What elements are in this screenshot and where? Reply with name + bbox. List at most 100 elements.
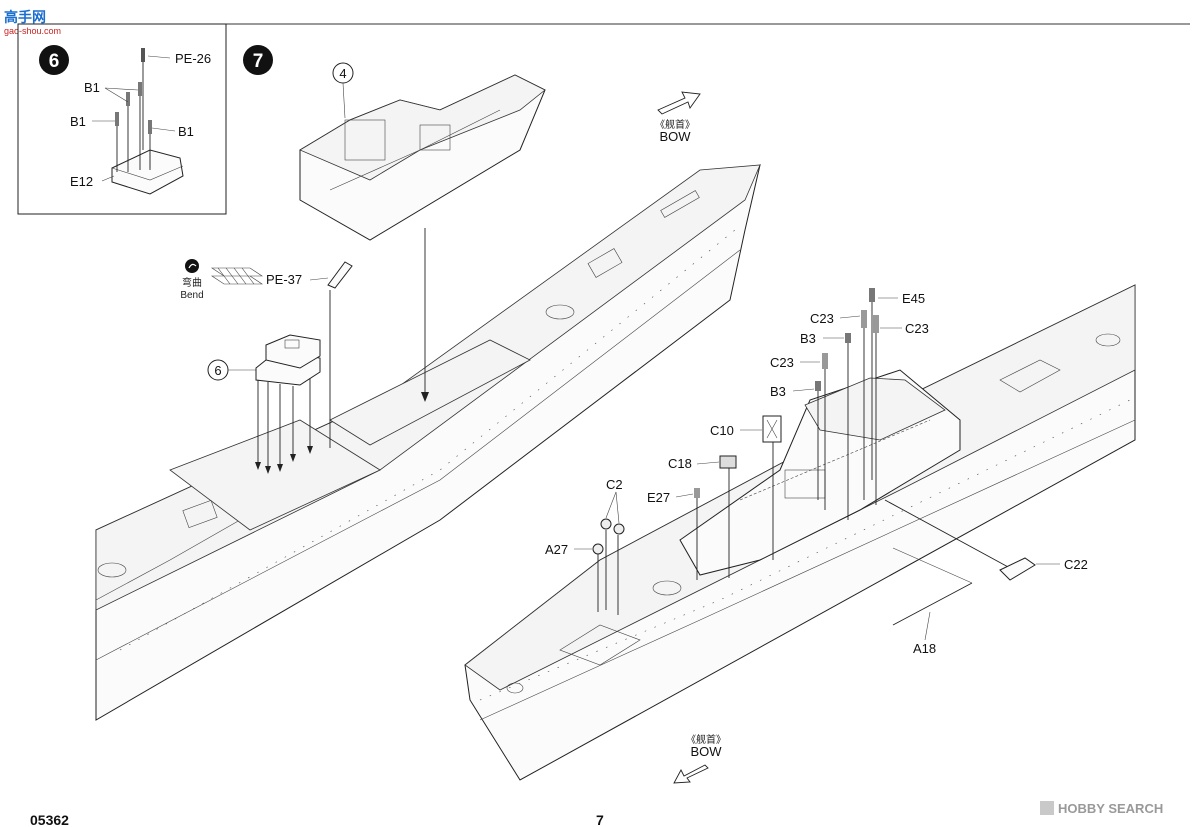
- step7-badge: [243, 45, 273, 75]
- bridge-top-deck: [299, 74, 546, 181]
- label-b1-b: B1: [70, 114, 86, 129]
- watermark-domain: gao-shou.com: [4, 26, 61, 36]
- leader-a18: [924, 611, 931, 641]
- upper-ship-aft-hatch: [182, 500, 218, 528]
- label-b1-a: B1: [84, 80, 100, 95]
- label-c23-b: C23: [905, 321, 929, 336]
- c22-arm-line: [884, 499, 1011, 569]
- leader-b1-b: [104, 87, 129, 103]
- page-number: 7: [596, 812, 604, 827]
- upper-ship-hull-line: [95, 249, 741, 661]
- label-b1-c: B1: [178, 124, 194, 139]
- leader-pe26: [147, 55, 171, 59]
- bend-label-en: Bend: [180, 290, 203, 301]
- bend-icon: [185, 259, 199, 273]
- pe37-rungs: [217, 267, 255, 285]
- upper-ship-hatch-b: [660, 190, 700, 218]
- step6-number: 6: [49, 51, 60, 72]
- step6-badge: [39, 45, 69, 75]
- label-e27: E27: [647, 490, 670, 505]
- callout-4-leader: [342, 82, 346, 119]
- bow-bottom-cn: 《舰首》: [686, 733, 726, 746]
- part-c2-a: [600, 518, 612, 530]
- part-c2-b: [613, 523, 625, 535]
- leader-b1-d: [151, 127, 176, 132]
- pe37-group: 弯曲 Bend PE-37: [180, 259, 353, 448]
- upper-ship-turret-ring-b: [97, 562, 127, 578]
- callout-4-label: 4: [339, 66, 346, 81]
- leader-e27: [675, 493, 694, 498]
- part-e27: [694, 488, 700, 498]
- upper-ship-portholes: [119, 229, 736, 651]
- label-c2: C2: [606, 477, 623, 492]
- bend-icon-arrow: [188, 263, 197, 269]
- leader-e12: [101, 175, 115, 182]
- part-a27: [592, 543, 604, 555]
- leader-b1-a: [104, 87, 139, 91]
- product-code: 05362: [30, 812, 69, 827]
- lower-ship-railing: [739, 419, 931, 501]
- watermark-cjk: 高手网: [4, 9, 46, 25]
- label-c23-a: C23: [810, 311, 834, 326]
- b1-part-c: [115, 112, 119, 126]
- callout-6-label: 6: [214, 363, 221, 378]
- part-c10-grid: [766, 419, 778, 439]
- step7-number: 7: [253, 51, 264, 72]
- watermark: 高手网 gao-shou.com: [4, 9, 61, 36]
- part-c23-b: [873, 315, 879, 333]
- label-c10: C10: [710, 423, 734, 438]
- bridge-assembly: 4: [299, 62, 546, 402]
- b1-part-a: [138, 82, 142, 96]
- deckhouse-6-arrowheads: [255, 446, 313, 474]
- lower-ship-aft-hatch: [999, 359, 1061, 393]
- lower-ship-gun-base: [559, 624, 641, 666]
- leader-c18: [696, 461, 720, 465]
- part-b3-b: [815, 381, 821, 391]
- part-c18: [719, 455, 737, 469]
- bridge-gun: [419, 124, 451, 151]
- bow-top-cn: 《舰首》: [655, 118, 695, 131]
- upper-ship-superstructure-well: [329, 339, 531, 446]
- leader-b3-b: [792, 388, 815, 392]
- pe37-ladder-photoetch: [211, 267, 263, 285]
- leader-c2-a: [605, 491, 617, 519]
- deckhouse-6-window: [284, 339, 300, 349]
- step7: 7: [95, 45, 1136, 784]
- bow-indicator-bottom: 《舰首》 BOW: [673, 733, 726, 784]
- leader-pe37: [309, 277, 329, 281]
- hobby-search-logo-icon: [1040, 801, 1054, 815]
- b1-part-b: [126, 92, 130, 106]
- part-c23-c: [822, 353, 828, 369]
- upper-ship-turret-ring-a: [545, 304, 575, 320]
- deckhouse-6-group: 6: [207, 334, 321, 474]
- label-e12: E12: [70, 174, 93, 189]
- leader-c2-b: [615, 491, 620, 524]
- lower-ship-anchor-hawse: [506, 682, 524, 694]
- lower-ship-turret-ring: [652, 580, 682, 596]
- step6-box: [17, 23, 227, 215]
- bow-bottom-en: BOW: [690, 744, 722, 759]
- lower-ship: E45 C23 C23 B3 C23 B3 C10 C18 C2 E27 A27…: [464, 284, 1136, 781]
- bow-indicator-top: 《舰首》 BOW: [655, 91, 701, 144]
- upper-ship-hatch-a: [587, 248, 623, 278]
- footer: 05362 7 HOBBY SEARCH: [30, 801, 1163, 827]
- lower-ship-bridge-deck: [804, 377, 946, 441]
- a18-guide: [892, 547, 973, 584]
- part-a18: [892, 582, 973, 626]
- label-c22: C22: [1064, 557, 1088, 572]
- e12-base-part: [111, 149, 184, 195]
- part-e45: [869, 288, 875, 302]
- pe26-part: [141, 48, 145, 62]
- bow-top-en: BOW: [659, 129, 691, 144]
- deckhouse-6-body: [265, 334, 321, 369]
- bow-bottom-arrow: [673, 764, 709, 784]
- upper-ship-aft-deckhouse: [169, 419, 381, 531]
- part-c22: [999, 557, 1036, 581]
- bow-top-arrow: [657, 91, 701, 115]
- label-c18: C18: [668, 456, 692, 471]
- label-a18: A18: [913, 641, 936, 656]
- source-watermark: HOBBY SEARCH: [1058, 801, 1163, 816]
- label-pe37: PE-37: [266, 272, 302, 287]
- label-e45: E45: [902, 291, 925, 306]
